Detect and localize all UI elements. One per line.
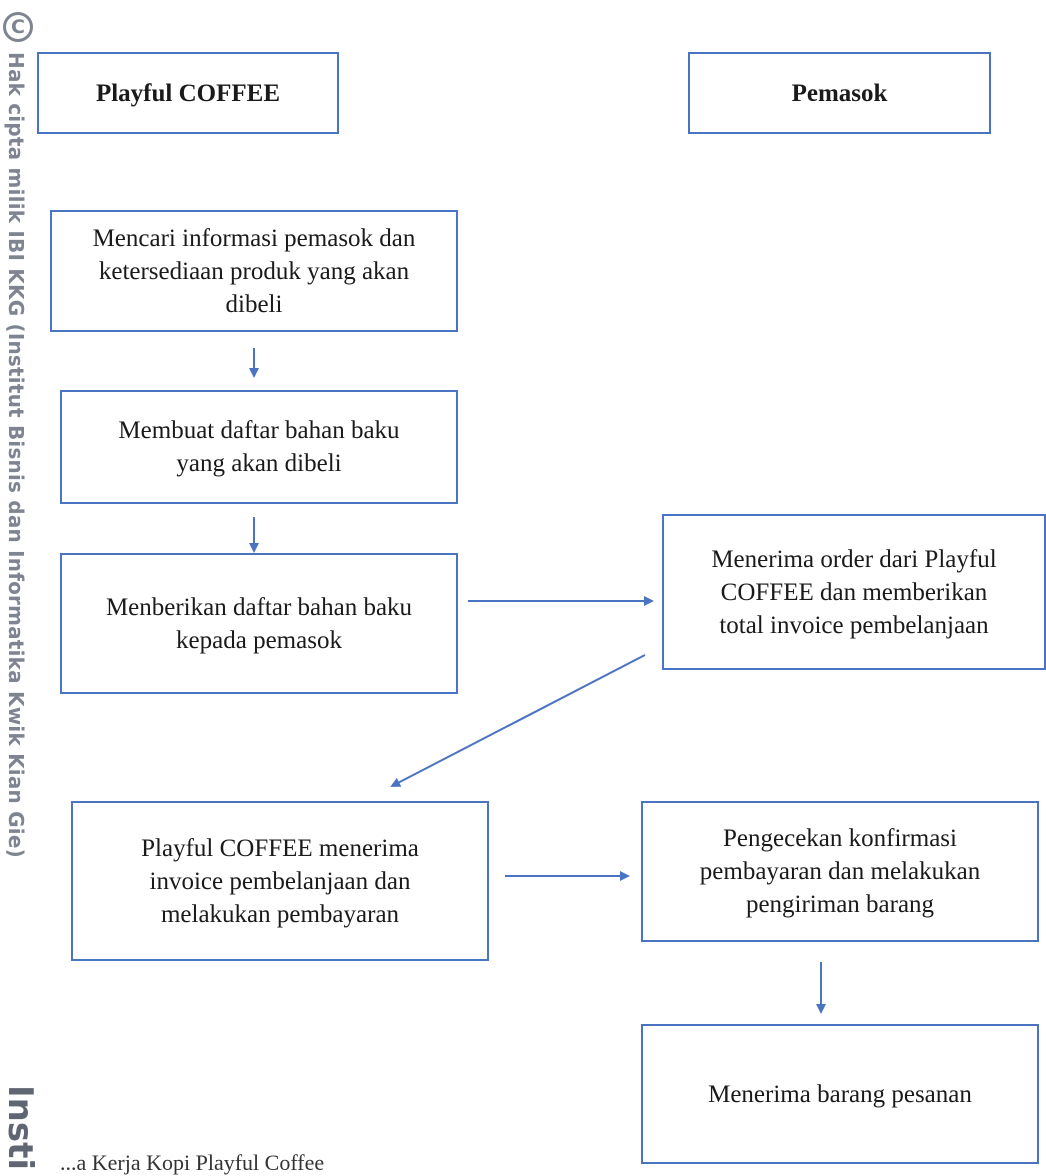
step-label: Menerima order dari Playful COFFEE dan m…: [711, 545, 997, 639]
copyright-watermark: Hak cipta milik IBI KKG (Institut Bisnis…: [4, 52, 28, 858]
step-cari-informasi: Mencari informasi pemasok dan ketersedia…: [50, 210, 458, 332]
step-terima-order: Menerima order dari Playful COFFEE dan m…: [662, 514, 1046, 670]
step-label: Pengecekan konfirmasi pembayaran dan mel…: [699, 825, 981, 918]
copyright-icon: C: [3, 12, 33, 42]
step-label: Playful COFFEE menerima invoice pembelan…: [141, 834, 419, 928]
step-terima-invoice: Playful COFFEE menerima invoice pembelan…: [71, 801, 489, 961]
lane-header-playful-coffee: Playful COFFEE: [37, 52, 339, 134]
lane-header-pemasok: Pemasok: [688, 52, 991, 134]
lane-header-label: Playful COFFEE: [95, 79, 281, 107]
step-label: Membuat daftar bahan baku yang akan dibe…: [118, 417, 400, 477]
step-buat-daftar: Membuat daftar bahan baku yang akan dibe…: [60, 390, 458, 504]
arrow-order-to-invoice: [390, 654, 646, 787]
step-terima-barang: Menerima barang pesanan: [641, 1024, 1039, 1164]
step-label: Menberikan daftar bahan baku kepada pema…: [105, 593, 413, 654]
step-beri-daftar: Menberikan daftar bahan baku kepada pema…: [60, 553, 458, 694]
step-label: Menerima barang pesanan: [708, 1080, 972, 1108]
step-label: Mencari informasi pemasok dan ketersedia…: [92, 224, 416, 318]
watermark-bottom-text: Insti: [0, 1085, 40, 1170]
figure-caption: ...a Kerja Kopi Playful Coffee: [60, 1150, 325, 1175]
step-cek-konfirmasi: Pengecekan konfirmasi pembayaran dan mel…: [641, 801, 1039, 942]
lane-header-label: Pemasok: [791, 79, 888, 107]
